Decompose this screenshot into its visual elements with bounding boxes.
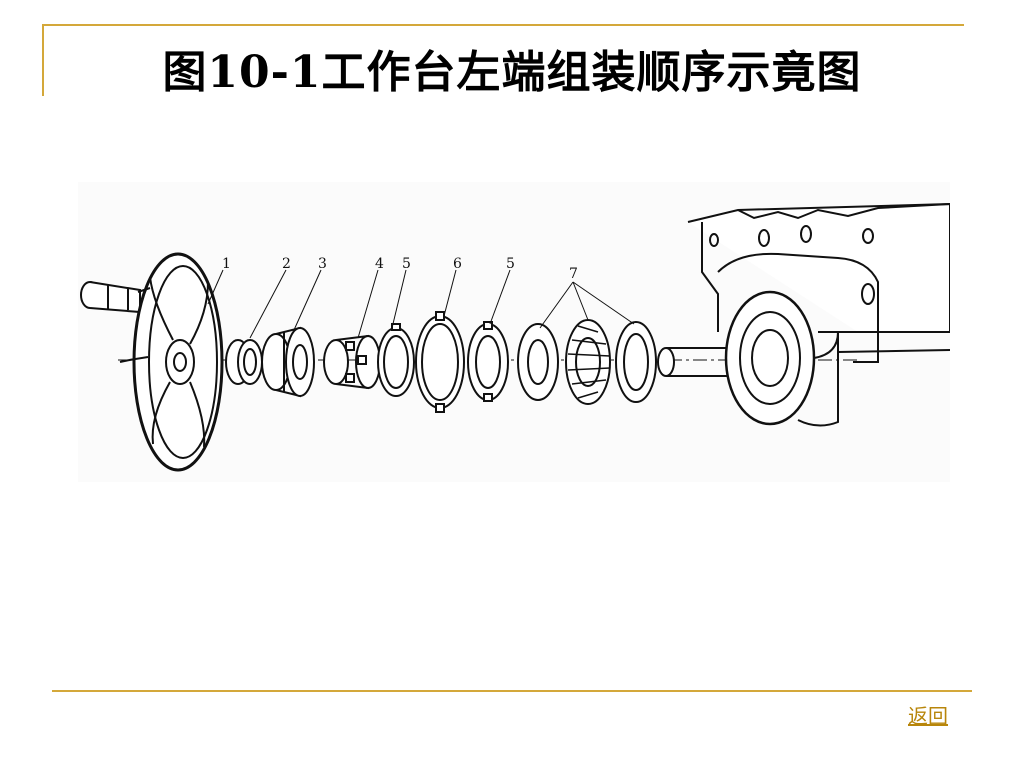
part-label: 7	[569, 266, 578, 282]
part-label: 6	[453, 256, 462, 272]
page-title: 图10-1工作台左端组装顺序示竟图	[162, 47, 862, 98]
worktable-end	[687, 202, 951, 427]
part-label: 1	[222, 256, 231, 272]
part-label: 3	[318, 256, 327, 272]
left-rule	[42, 24, 44, 96]
assembly-diagram: 1 2 3 4 5 6 5 7	[78, 182, 951, 482]
crank-handle	[80, 281, 141, 314]
bottom-rule	[52, 690, 972, 692]
back-link[interactable]: 返回	[908, 704, 948, 728]
lock-nut	[377, 323, 415, 397]
round-nut	[467, 321, 509, 402]
dial-sleeve	[261, 326, 315, 398]
handwheel	[119, 252, 224, 472]
tab-washer	[415, 311, 465, 413]
part-label: 5	[506, 256, 515, 272]
part-label: 2	[282, 256, 291, 272]
part-label: 5	[402, 256, 411, 272]
thrust-bearing	[517, 319, 657, 405]
part-label: 4	[375, 256, 384, 272]
clutch	[323, 334, 381, 390]
top-rule	[42, 24, 964, 26]
bushing	[225, 339, 263, 385]
